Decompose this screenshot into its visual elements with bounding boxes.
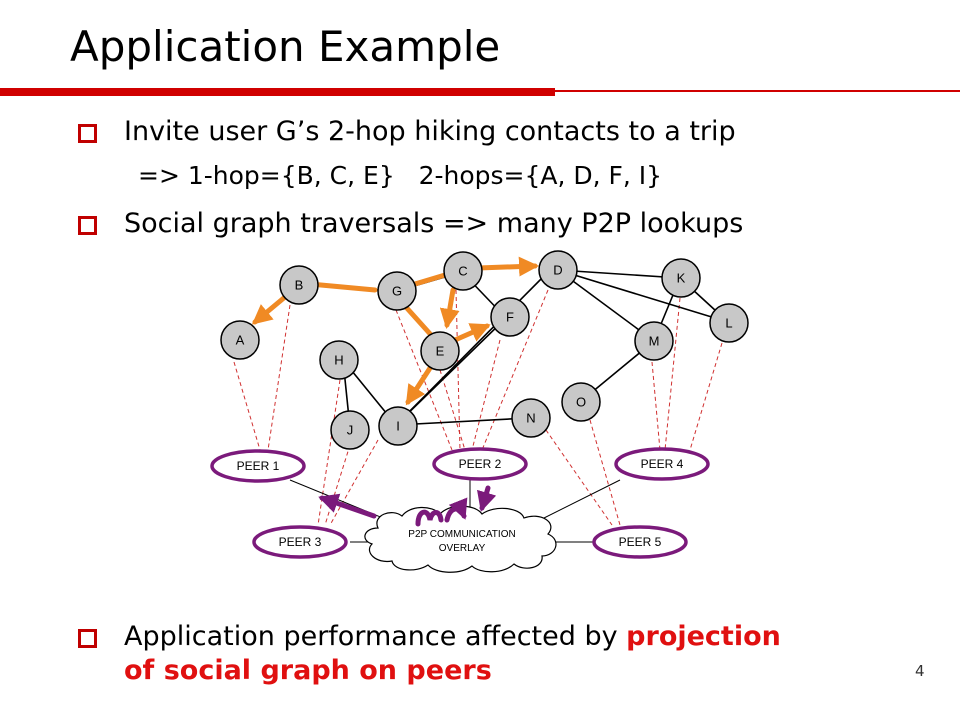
traversal-g-e [402, 303, 435, 339]
node-f: F [490, 297, 530, 337]
node-n: N [511, 398, 551, 438]
overlay-label-line-2: OVERLAY [439, 543, 486, 554]
svg-text:C: C [458, 264, 467, 279]
svg-text:B: B [295, 278, 304, 293]
traversal-b-a [251, 294, 288, 325]
one-hop-set: => 1-hop={B, C, E} [138, 161, 395, 190]
peer-4: PEER 4 [614, 447, 710, 481]
peer-2: PEER 2 [432, 447, 528, 481]
bullet-text: Social graph traversals => many P2P look… [124, 208, 744, 239]
lookup-squiggle [415, 509, 444, 527]
title-underline-thin [555, 90, 960, 92]
lookup-arrow-to-peer-3 [318, 493, 377, 519]
lookup-arrow-from-peer-2 [477, 485, 497, 512]
svg-text:K: K [677, 271, 686, 286]
bullet-text: Invite user G’s 2-hop hiking contacts to… [124, 116, 736, 147]
node-k: K [661, 258, 701, 298]
peer-nodes: PEER 1 PEER 2 PEER 3 PEER 4 PEER 5 [210, 447, 710, 559]
mapping-line [589, 419, 621, 526]
node-j: J [330, 410, 370, 450]
mapping-line [651, 361, 661, 451]
svg-text:D: D [553, 263, 562, 278]
traversal-paths [251, 256, 539, 406]
page-number: 4 [915, 662, 925, 680]
svg-text:PEER 3: PEER 3 [279, 535, 322, 549]
mapping-line [233, 361, 261, 451]
svg-text:PEER 2: PEER 2 [459, 457, 502, 471]
node-to-peer-mapping-lines [233, 289, 723, 526]
traversal-c-d [475, 256, 539, 277]
mapping-line [471, 339, 501, 451]
overlay-link [529, 479, 621, 526]
node-h: H [319, 340, 359, 380]
edge-d-k [557, 269, 681, 279]
edge-d-l [557, 269, 729, 323]
svg-text:H: H [334, 353, 343, 368]
bullet-text-prefix: Application performance affected by [124, 621, 627, 652]
node-a: A [220, 320, 260, 360]
mapping-line [455, 289, 461, 451]
traversal-e-i [405, 362, 435, 406]
traversal-g-b [307, 281, 378, 293]
mapping-line [689, 342, 723, 451]
svg-text:PEER 4: PEER 4 [641, 457, 684, 471]
node-b: B [279, 265, 319, 305]
node-c: C [443, 251, 483, 291]
peer-1: PEER 1 [210, 449, 306, 483]
square-bullet-icon [78, 216, 97, 235]
svg-text:M: M [649, 334, 660, 349]
svg-text:PEER 1: PEER 1 [237, 459, 280, 473]
highlight-social-graph: of social graph on peers [124, 655, 492, 686]
p2p-lookup-arrows [318, 485, 497, 527]
node-m: M [634, 321, 674, 361]
svg-text:I: I [396, 419, 400, 434]
svg-text:O: O [576, 395, 586, 410]
square-bullet-icon [78, 629, 97, 648]
svg-text:PEER 5: PEER 5 [619, 535, 662, 549]
edge-d-m [557, 269, 655, 342]
bullet-text: Application performance affected by proj… [124, 620, 781, 688]
traversal-g-c [412, 272, 448, 287]
node-i: I [378, 406, 418, 446]
mapping-line [267, 304, 291, 451]
square-bullet-icon [78, 124, 97, 143]
svg-text:L: L [725, 316, 732, 331]
svg-text:F: F [506, 310, 514, 325]
node-o: O [561, 382, 601, 422]
highlight-projection: projection [626, 621, 781, 652]
svg-text:A: A [236, 333, 245, 348]
node-l: L [709, 303, 749, 343]
slide-title: Application Example [70, 22, 501, 71]
svg-text:E: E [436, 344, 445, 359]
mapping-line [545, 429, 613, 526]
peer-3: PEER 3 [252, 525, 348, 559]
node-g: G [377, 271, 417, 311]
svg-text:J: J [347, 423, 354, 438]
mapping-line [439, 369, 466, 451]
mapping-line [664, 297, 681, 451]
mapping-line [329, 439, 379, 526]
traversal-e-f [452, 323, 491, 343]
svg-text:N: N [526, 411, 535, 426]
social-graph-nodes: A B C D E F G H I J K L M N O [220, 250, 749, 450]
overlay-label-line-1: P2P COMMUNICATION [408, 529, 515, 540]
title-underline-thick [0, 88, 555, 96]
mapping-line [481, 289, 549, 451]
node-d: D [538, 250, 578, 290]
traversal-c-e [439, 287, 460, 329]
lookup-squiggle-arrow [444, 497, 468, 523]
node-e: E [420, 331, 460, 371]
svg-text:G: G [392, 284, 402, 299]
peer-5: PEER 5 [592, 525, 688, 559]
two-hop-set: 2-hops={A, D, F, I} [418, 161, 663, 190]
edge-i-n [395, 417, 530, 426]
hop-sets-line: => 1-hop={B, C, E} 2-hops={A, D, F, I} [138, 160, 662, 192]
